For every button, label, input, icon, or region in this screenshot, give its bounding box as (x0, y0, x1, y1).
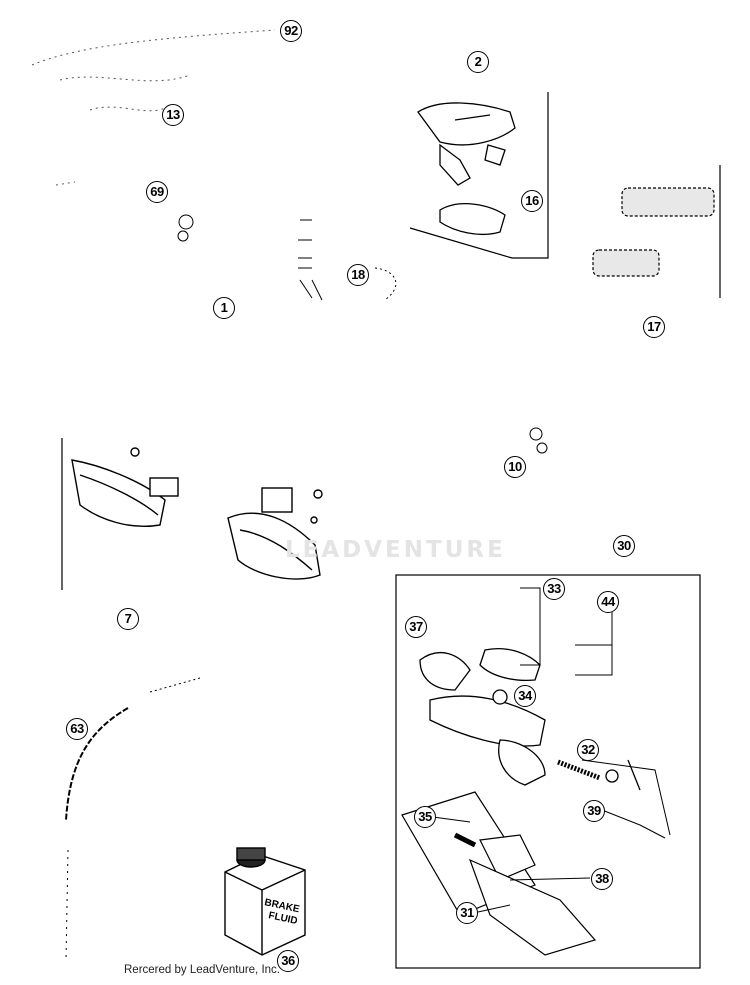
hand-guards (71, 447, 323, 580)
callout-34: 34 (514, 685, 536, 707)
callout-31: 31 (456, 902, 478, 924)
callout-35: 35 (414, 806, 436, 828)
watermark: LEADVENTURE (285, 537, 506, 563)
callout-10: 10 (504, 456, 526, 478)
hand-grips (592, 187, 715, 277)
callout-37: 37 (405, 616, 427, 638)
callout-13: 13 (162, 104, 184, 126)
brake-pads (401, 791, 597, 956)
handlebar-sketch (31, 29, 276, 186)
callout-92: 92 (280, 20, 302, 42)
frame-lines (61, 92, 721, 969)
callout-16: 16 (521, 190, 543, 212)
callout-69: 69 (146, 181, 168, 203)
callout-32: 32 (577, 739, 599, 761)
callout-63: 63 (66, 718, 88, 740)
callout-38: 38 (591, 868, 613, 890)
master-cylinder (417, 102, 516, 235)
callout-39: 39 (583, 800, 605, 822)
hardware-bits (177, 214, 548, 454)
callout-7: 7 (117, 608, 139, 630)
callout-17: 17 (643, 316, 665, 338)
callout-18: 18 (347, 264, 369, 286)
callout-1: 1 (213, 297, 235, 319)
leader-lines (432, 587, 671, 913)
brake-fluid-bottle (224, 847, 306, 956)
callout-2: 2 (467, 51, 489, 73)
callout-44: 44 (597, 591, 619, 613)
callout-30: 30 (613, 535, 635, 557)
footer-credit: Rercered by LeadVenture, Inc. (124, 964, 280, 976)
caliper-assembly (419, 648, 641, 791)
callout-33: 33 (543, 578, 565, 600)
brake-hose (65, 677, 201, 961)
callout-36: 36 (277, 950, 299, 972)
